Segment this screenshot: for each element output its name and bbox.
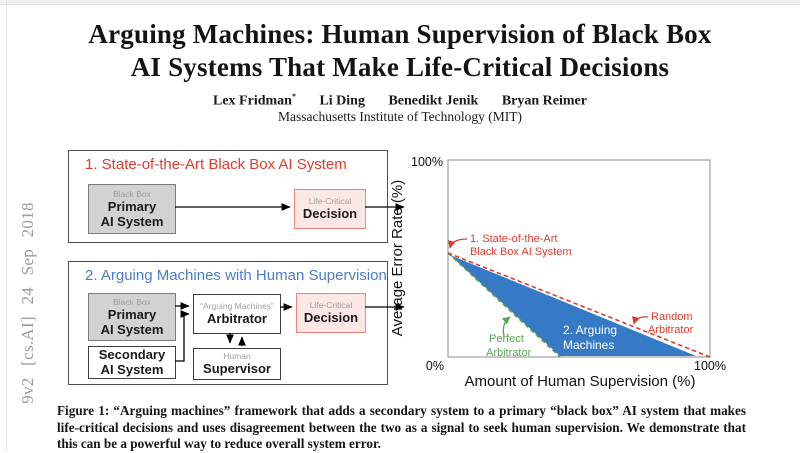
diagram-2-decision-box: Life-Critical Decision	[296, 293, 366, 333]
x-axis-label: Amount of Human Supervision (%)	[465, 373, 696, 390]
annotation-perfect-arrow	[501, 316, 511, 337]
paper-title-line-2: AI Systems That Make Life-Critical Decis…	[130, 52, 670, 82]
life-critical-tag: Life-Critical	[308, 196, 352, 207]
random-arbitrator-line	[447, 252, 711, 358]
author-4: Bryan Reimer	[501, 93, 587, 109]
diagram-1-primary-ai-box: Black Box Primary AI System	[88, 184, 176, 234]
life-critical-tag: Life-Critical	[309, 300, 353, 311]
annotation-sota-line1: 1. State-of-the-Art	[470, 233, 557, 245]
author-1-footnote-mark: *	[291, 92, 296, 101]
diagram-1-title: 1. State-of-the-Art Black Box AI System	[85, 156, 347, 173]
page-left-edge	[6, 0, 7, 451]
chart-plot-frame	[447, 159, 711, 358]
author-2: Li Ding	[319, 93, 365, 109]
author-1: Lex Fridman*	[213, 92, 296, 109]
perfect-arbitrator-line	[447, 252, 561, 358]
annotation-random-arrow	[631, 316, 649, 325]
diagram-2-arbitrator-box: “Arguing Machines” Arbitrator	[193, 294, 281, 334]
annotation-sota-arrow	[447, 238, 468, 249]
annotation-arguing-line2: Machines	[563, 338, 614, 352]
diagram-2-human-supervisor-box: Human Supervisor	[193, 348, 281, 380]
author-3: Benedikt Jenik	[388, 93, 479, 109]
black-box-tag: Black Box	[113, 297, 151, 307]
annotation-arguing-line1: 2. Arguing	[563, 323, 617, 337]
annotation-random-line2: Arbitrator	[648, 324, 694, 336]
affiliation: Massachusetts Institute of Technology (M…	[277, 109, 522, 124]
diagram-2-panel: 2. Arguing Machines with Human Supervisi…	[68, 261, 388, 385]
ytick-100: 100%	[411, 155, 443, 169]
window-top-edge	[0, 0, 800, 5]
annotation-perfect-line2: Arbitrator	[486, 347, 532, 359]
figure-1: 1. State-of-the-Art Black Box AI System …	[0, 145, 800, 395]
ytick-0: 0%	[426, 359, 444, 373]
annotation-perfect-line1: Perfect	[489, 333, 524, 345]
human-tag: Human	[223, 351, 251, 362]
paper-title-line-1: Arguing Machines: Human Supervision of B…	[88, 19, 712, 49]
black-box-tag: Black Box	[113, 189, 151, 199]
annotation-random-line1: Random	[651, 311, 693, 323]
authors-row: Lex Fridman* Li Ding Benedikt Jenik Brya…	[0, 92, 800, 110]
diagram-1-decision-box: Life-Critical Decision	[294, 189, 366, 229]
diagram-2-primary-ai-box: Black Box Primary AI System	[88, 293, 176, 341]
diagram-2-secondary-ai-box: Secondary AI System	[88, 346, 176, 379]
arguing-machines-area	[450, 255, 696, 356]
annotation-sota-line2: Black Box AI System	[470, 246, 571, 258]
xtick-100: 100%	[694, 359, 726, 373]
paper-title: Arguing Machines: Human Supervision of B…	[0, 18, 800, 84]
diagram-2-title: 2. Arguing Machines with Human Supervisi…	[85, 267, 387, 284]
figure-caption: Figure 1: “Arguing machines” framework t…	[57, 403, 746, 451]
diagram-1-panel: 1. State-of-the-Art Black Box AI System …	[68, 150, 388, 243]
y-axis-label: Average Error Rate (%)	[389, 180, 406, 336]
arguing-machines-tag: “Arguing Machines”	[200, 301, 274, 312]
